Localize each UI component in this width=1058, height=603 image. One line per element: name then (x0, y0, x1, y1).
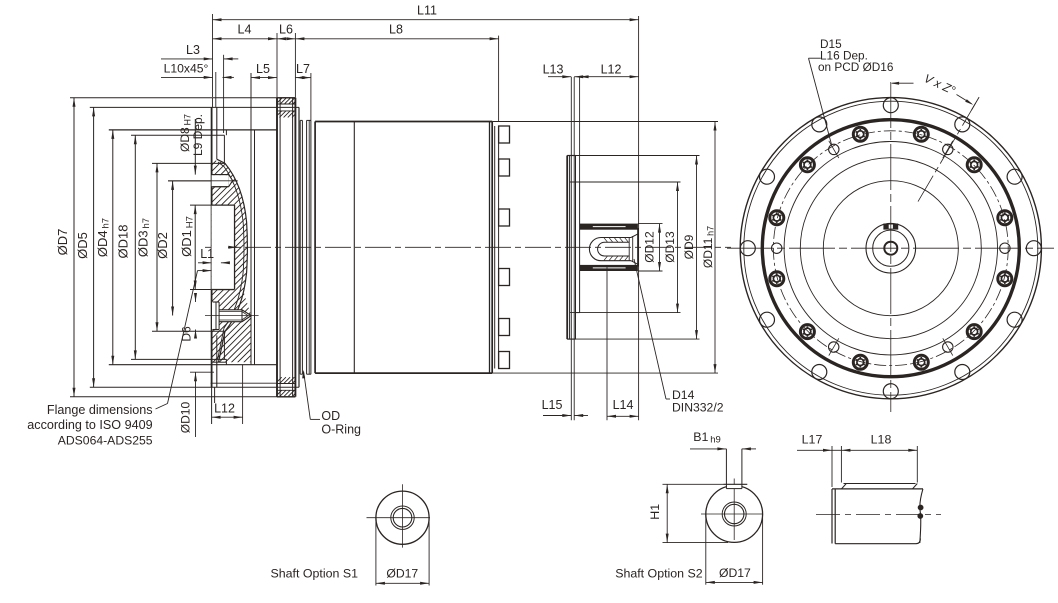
svg-text:ØD5: ØD5 (75, 232, 90, 259)
svg-text:Shaft Option S1: Shaft Option S1 (271, 567, 359, 581)
svg-text:ØD2: ØD2 (155, 232, 170, 259)
svg-text:ØD10: ØD10 (179, 402, 193, 434)
svg-text:L12: L12 (214, 402, 235, 416)
svg-text:ØD18: ØD18 (116, 225, 131, 259)
svg-text:L17: L17 (802, 433, 823, 447)
svg-text:L18: L18 (871, 433, 892, 447)
svg-text:ØD7: ØD7 (55, 229, 70, 256)
svg-text:ØD13: ØD13 (663, 231, 677, 263)
svg-text:B1 h9: B1 h9 (693, 430, 721, 446)
svg-text:L9 Dep.: L9 Dep. (191, 114, 205, 156)
svg-text:D15: D15 (820, 37, 842, 51)
svg-text:L10x45°: L10x45° (164, 62, 209, 76)
svg-text:L16 Dep.: L16 Dep. (820, 49, 868, 63)
svg-text:L15: L15 (542, 398, 563, 412)
svg-text:ØD9: ØD9 (682, 234, 696, 259)
svg-text:L4: L4 (238, 23, 252, 37)
svg-text:D6: D6 (180, 326, 194, 342)
svg-text:D14: D14 (672, 388, 695, 402)
svg-text:Flange dimensions: Flange dimensions (47, 403, 153, 417)
svg-text:L8: L8 (389, 23, 403, 37)
svg-text:L6: L6 (279, 23, 293, 37)
svg-text:L11: L11 (417, 4, 437, 18)
svg-text:ØD8 H7: ØD8 H7 (178, 114, 193, 152)
svg-text:L7: L7 (296, 62, 310, 76)
svg-text:L12: L12 (601, 63, 622, 77)
svg-text:ØD11 h7: ØD11 h7 (701, 226, 716, 268)
svg-text:Shaft Option S2: Shaft Option S2 (615, 567, 703, 581)
svg-text:according to ISO 9409: according to ISO 9409 (27, 418, 152, 432)
svg-text:L14: L14 (613, 398, 634, 412)
svg-text:O-Ring: O-Ring (321, 423, 361, 437)
svg-text:on PCD ØD16: on PCD ØD16 (818, 60, 894, 74)
svg-text:ØD17: ØD17 (719, 566, 751, 580)
svg-text:L1: L1 (200, 247, 214, 261)
svg-text:DIN332/2: DIN332/2 (672, 401, 724, 415)
svg-text:H1: H1 (648, 504, 662, 520)
svg-text:ØD17: ØD17 (386, 567, 418, 581)
svg-text:ADS064-ADS255: ADS064-ADS255 (58, 434, 153, 448)
svg-text:L13: L13 (543, 63, 564, 77)
svg-text:ØD12: ØD12 (643, 231, 657, 263)
svg-text:L5: L5 (256, 62, 270, 76)
svg-text:L3: L3 (186, 43, 200, 57)
svg-text:OD: OD (321, 409, 340, 423)
